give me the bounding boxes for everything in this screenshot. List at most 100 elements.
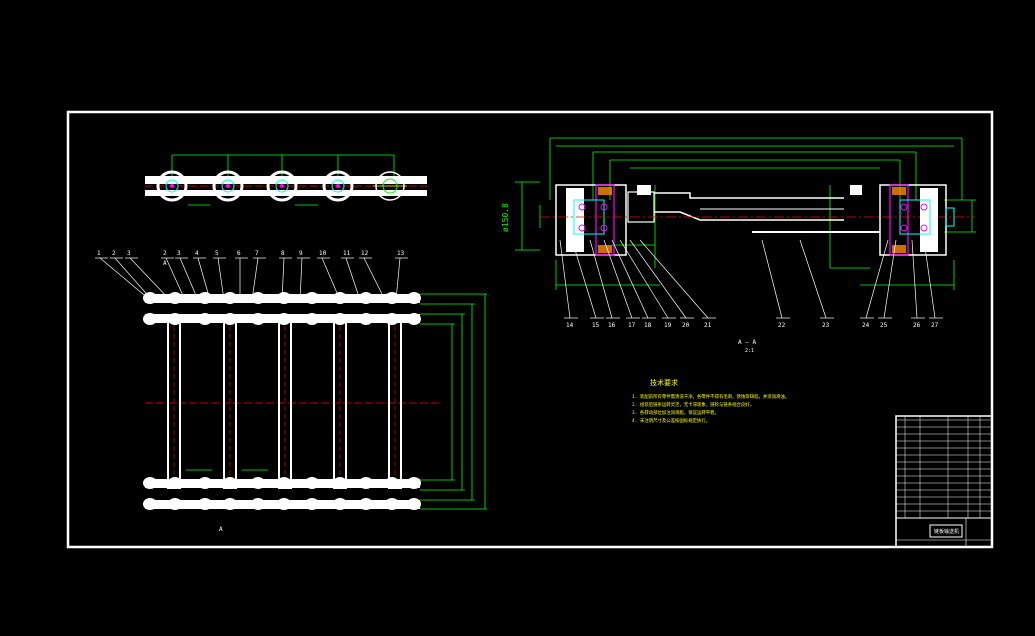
plan-roller: [333, 292, 347, 304]
plan-roller: [333, 477, 347, 489]
leader-label: 3: [127, 250, 131, 257]
leader-line: [911, 239, 918, 319]
section-aa-label: A — A: [738, 339, 756, 346]
shaft-diameter-label: ø150.8: [501, 203, 510, 232]
leader-label: 19: [664, 322, 672, 329]
plan-roller: [223, 313, 237, 325]
leader-label: 10: [319, 250, 327, 257]
plan-roller-group: [143, 292, 421, 510]
leader-label: 2: [163, 250, 167, 257]
plan-view-label: A: [219, 526, 223, 533]
leader-label: 15: [592, 322, 600, 329]
leader-line: [619, 239, 669, 319]
roller-pin: [280, 184, 284, 188]
plan-roller: [251, 313, 265, 325]
leader-line: [99, 257, 151, 301]
leader-label: 24: [862, 322, 870, 329]
plan-roller: [385, 498, 399, 510]
leader-label: 16: [608, 322, 616, 329]
right-hub-assembly: [879, 184, 955, 256]
plan-roller: [168, 313, 182, 325]
plan-roller: [277, 292, 291, 304]
top-dimension-chain: [171, 154, 395, 206]
plan-roller: [407, 313, 421, 325]
drawing-border: [66, 110, 994, 549]
plan-roller: [168, 477, 182, 489]
leader-label: 8: [281, 250, 285, 257]
plan-roller: [198, 498, 212, 510]
roller-hub: [275, 179, 289, 193]
plan-roller: [143, 498, 157, 510]
leader-line: [363, 257, 386, 301]
leader-line: [883, 239, 897, 319]
leader-line: [761, 239, 783, 319]
plan-roller: [251, 292, 265, 304]
plan-roller: [385, 477, 399, 489]
leader-label: 27: [931, 322, 939, 329]
roller-row: [156, 170, 354, 202]
roller: [322, 170, 354, 202]
roller-pin: [336, 184, 340, 188]
leader-label: 14: [566, 322, 574, 329]
leader-label: 23: [822, 322, 830, 329]
plan-roller: [168, 292, 182, 304]
note-item-4: 4. 未注明尺寸及公差按国标规定执行。: [632, 417, 710, 424]
roller-hub: [165, 179, 179, 193]
overall-dimensions: [515, 137, 976, 290]
plan-roller: [223, 498, 237, 510]
roller: [212, 170, 244, 202]
plan-roller: [385, 313, 399, 325]
leader-line: [611, 239, 649, 319]
plan-roller: [359, 313, 373, 325]
leader-label: 18: [644, 322, 652, 329]
leader-label: 13: [397, 250, 405, 257]
leader-label: 11: [343, 250, 351, 257]
roller-hub: [331, 179, 345, 193]
leader-label: 2: [112, 250, 116, 257]
section-marker-label: A: [163, 260, 167, 267]
leader-line: [603, 239, 633, 319]
plan-roller: [277, 498, 291, 510]
plan-roller: [198, 477, 212, 489]
plan-roller: [223, 477, 237, 489]
leader-line: [345, 257, 361, 301]
leader-line: [217, 257, 225, 301]
roller-hub: [221, 179, 235, 193]
plan-roller: [251, 498, 265, 510]
right-section-view: ø150.8: [501, 137, 976, 354]
leader-line: [923, 239, 936, 319]
note-item-1: 1. 装配前所有零件需清洗干净，各零件不得有毛刺、锈蚀等缺陷，并涂润滑油。: [632, 393, 789, 400]
title-block: 链板输送机: [895, 415, 993, 548]
leader-line: [395, 257, 401, 301]
plan-roller: [277, 313, 291, 325]
leader-line: [129, 257, 171, 301]
title-block-drawing-name: 链板输送机: [934, 528, 959, 535]
leader-line: [571, 239, 597, 319]
leader-line: [559, 239, 571, 319]
leader-label: 7: [255, 250, 259, 257]
technical-notes: 技术要求 1. 装配前所有零件需清洗干净，各零件不得有毛刺、锈蚀等缺陷，并涂润滑…: [632, 378, 789, 424]
leader-label: 6: [237, 250, 241, 257]
roller-pin: [226, 184, 230, 188]
leader-line: [629, 239, 687, 319]
leader-label: 12: [361, 250, 369, 257]
plan-roller: [223, 292, 237, 304]
leader-line: [251, 257, 259, 301]
roller-pin: [170, 184, 174, 188]
plan-roller: [333, 313, 347, 325]
plan-roller: [407, 477, 421, 489]
leader-label: 9: [299, 250, 303, 257]
notes-title: 技术要求: [650, 378, 678, 387]
leader-label: 21: [704, 322, 712, 329]
leader-line: [799, 239, 827, 319]
leader-line: [165, 257, 186, 301]
plan-roller: [359, 498, 373, 510]
left-hub-assembly: [555, 184, 655, 256]
plan-roller: [277, 477, 291, 489]
leader-label: 17: [628, 322, 636, 329]
plan-roller: [168, 498, 182, 510]
leader-label: 3: [177, 250, 181, 257]
leader-label: 22: [778, 322, 786, 329]
plan-roller: [359, 477, 373, 489]
